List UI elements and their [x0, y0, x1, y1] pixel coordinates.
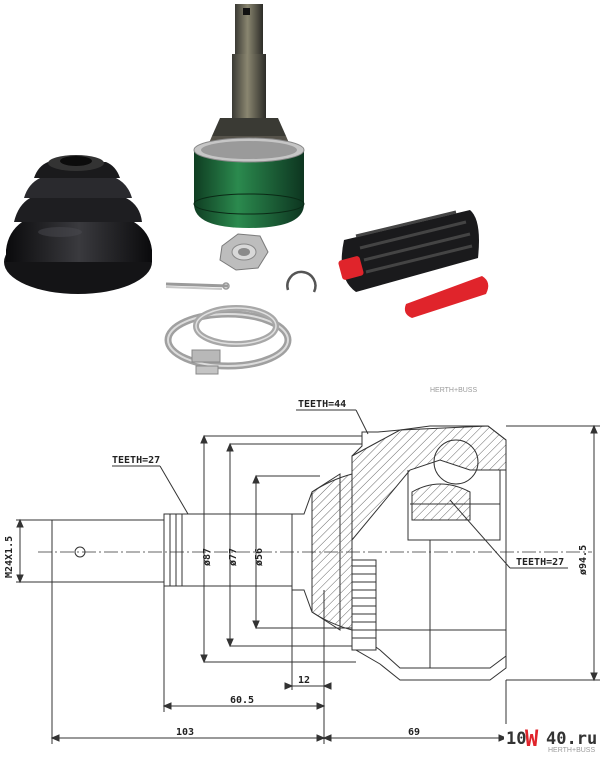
hex-nut — [219, 233, 269, 271]
teeth-label-abs: TEETH=44 — [298, 399, 346, 410]
cv-joint-stub — [206, 4, 292, 150]
dimension-69: 69 — [408, 727, 420, 738]
thread-size-label: M24X1.5 — [4, 536, 15, 578]
dimension-103: 103 — [176, 727, 194, 738]
circlip — [286, 270, 317, 293]
dimension-60-5: 60.5 — [230, 695, 254, 706]
cv-boot — [4, 155, 152, 294]
logo-w: W — [525, 727, 539, 752]
abs-ring — [351, 559, 377, 651]
teeth-label-shaft: TEETH=27 — [112, 455, 160, 466]
teeth-label-inner: TEETH=27 — [516, 557, 564, 568]
grease-tube — [338, 210, 489, 318]
logo-suffix: 40.ru — [546, 729, 597, 749]
dimension-12: 12 — [298, 675, 310, 686]
boot-clamps — [164, 305, 292, 375]
brand-watermark: HERTH+BUSS — [430, 387, 477, 394]
cotter-pin — [165, 282, 230, 290]
site-logo: 10 W 40.ru — [504, 724, 597, 752]
cv-joint-housing — [193, 137, 305, 228]
brand-watermark-bottom: HERTH+BUSS — [548, 747, 595, 754]
diameter-56-label: ø56 — [254, 548, 265, 566]
outer-diameter-label: ø94.5 — [578, 545, 589, 575]
diameter-87-label: ø87 — [202, 548, 213, 566]
technical-drawing — [16, 409, 600, 744]
logo-prefix: 10 — [506, 729, 526, 749]
diameter-77-label: ø77 — [228, 548, 239, 566]
